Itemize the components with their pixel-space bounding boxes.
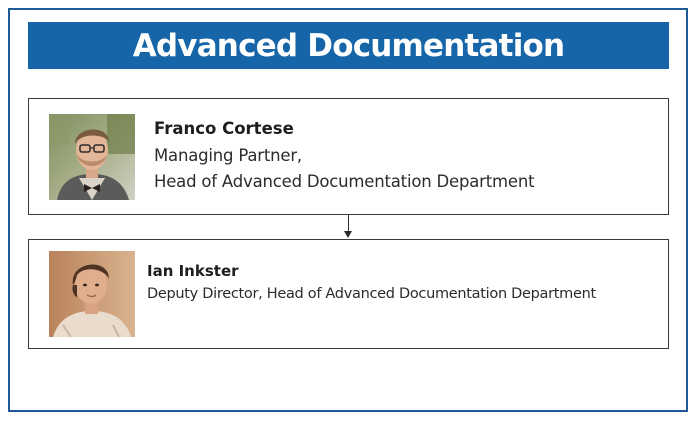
person-name: Franco Cortese	[154, 119, 294, 138]
org-node-franco-cortese: Franco Cortese Managing Partner, Head of…	[28, 98, 669, 215]
diagram-frame	[8, 8, 688, 412]
person-role-line-1: Deputy Director, Head of Advanced Docume…	[147, 286, 596, 302]
diagram-title: Advanced Documentation	[132, 27, 565, 64]
person-role-line-2: Head of Advanced Documentation Departmen…	[154, 172, 535, 191]
person-role-line-1: Managing Partner,	[154, 146, 302, 165]
org-node-ian-inkster: Ian Inkster Deputy Director, Head of Adv…	[28, 239, 669, 349]
person-name: Ian Inkster	[147, 262, 239, 280]
portrait-photo-franco	[49, 114, 135, 200]
node-text-ian: Ian Inkster Deputy Director, Head of Adv…	[147, 262, 596, 302]
portrait-franco-image	[49, 114, 135, 200]
title-banner: Advanced Documentation	[28, 22, 669, 69]
node-text-franco: Franco Cortese Managing Partner, Head of…	[154, 119, 535, 195]
portrait-ian-image	[49, 251, 135, 337]
connector-line	[348, 215, 349, 232]
connector-arrowhead-icon	[344, 231, 352, 238]
portrait-photo-ian	[49, 251, 135, 337]
